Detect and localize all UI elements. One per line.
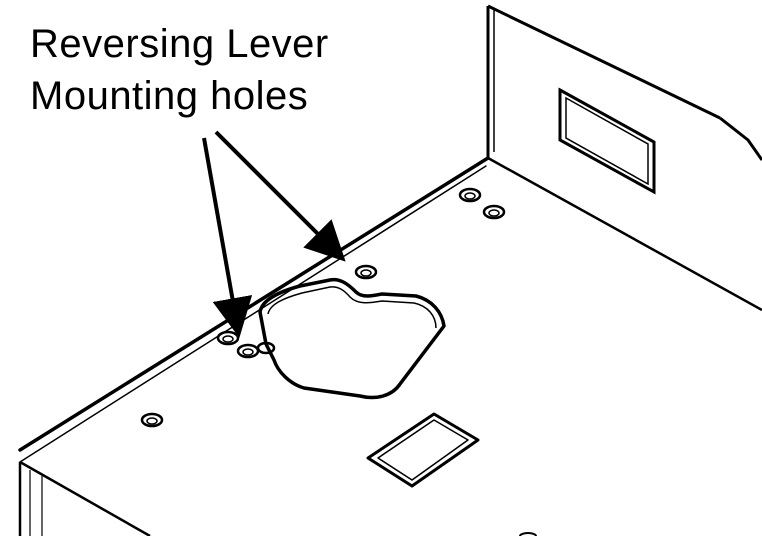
callout-line-2: Mounting holes — [30, 74, 309, 118]
hole-front — [140, 412, 164, 428]
hole-lever-2 — [216, 330, 240, 346]
arrow-to-lower-hole — [202, 137, 253, 338]
plate-side-face — [18, 460, 151, 536]
lever-opening — [258, 277, 446, 400]
hole-bottom — [519, 532, 537, 536]
plate-slot — [366, 412, 480, 488]
hole-lever-4 — [256, 341, 276, 355]
back-wall — [486, 4, 762, 312]
callout-label: Reversing Lever Mounting holes — [30, 18, 329, 122]
hole-back-2 — [482, 204, 506, 220]
arrow-to-upper-hole — [214, 130, 346, 262]
back-wall-window — [558, 87, 656, 195]
mounting-holes — [140, 187, 537, 536]
hole-lever-3 — [236, 343, 260, 359]
plate-front-edge — [18, 156, 490, 463]
callout-arrows — [202, 130, 346, 338]
hole-lever-1 — [354, 264, 378, 280]
hole-back-1 — [458, 187, 482, 203]
callout-line-1: Reversing Lever — [30, 22, 329, 66]
